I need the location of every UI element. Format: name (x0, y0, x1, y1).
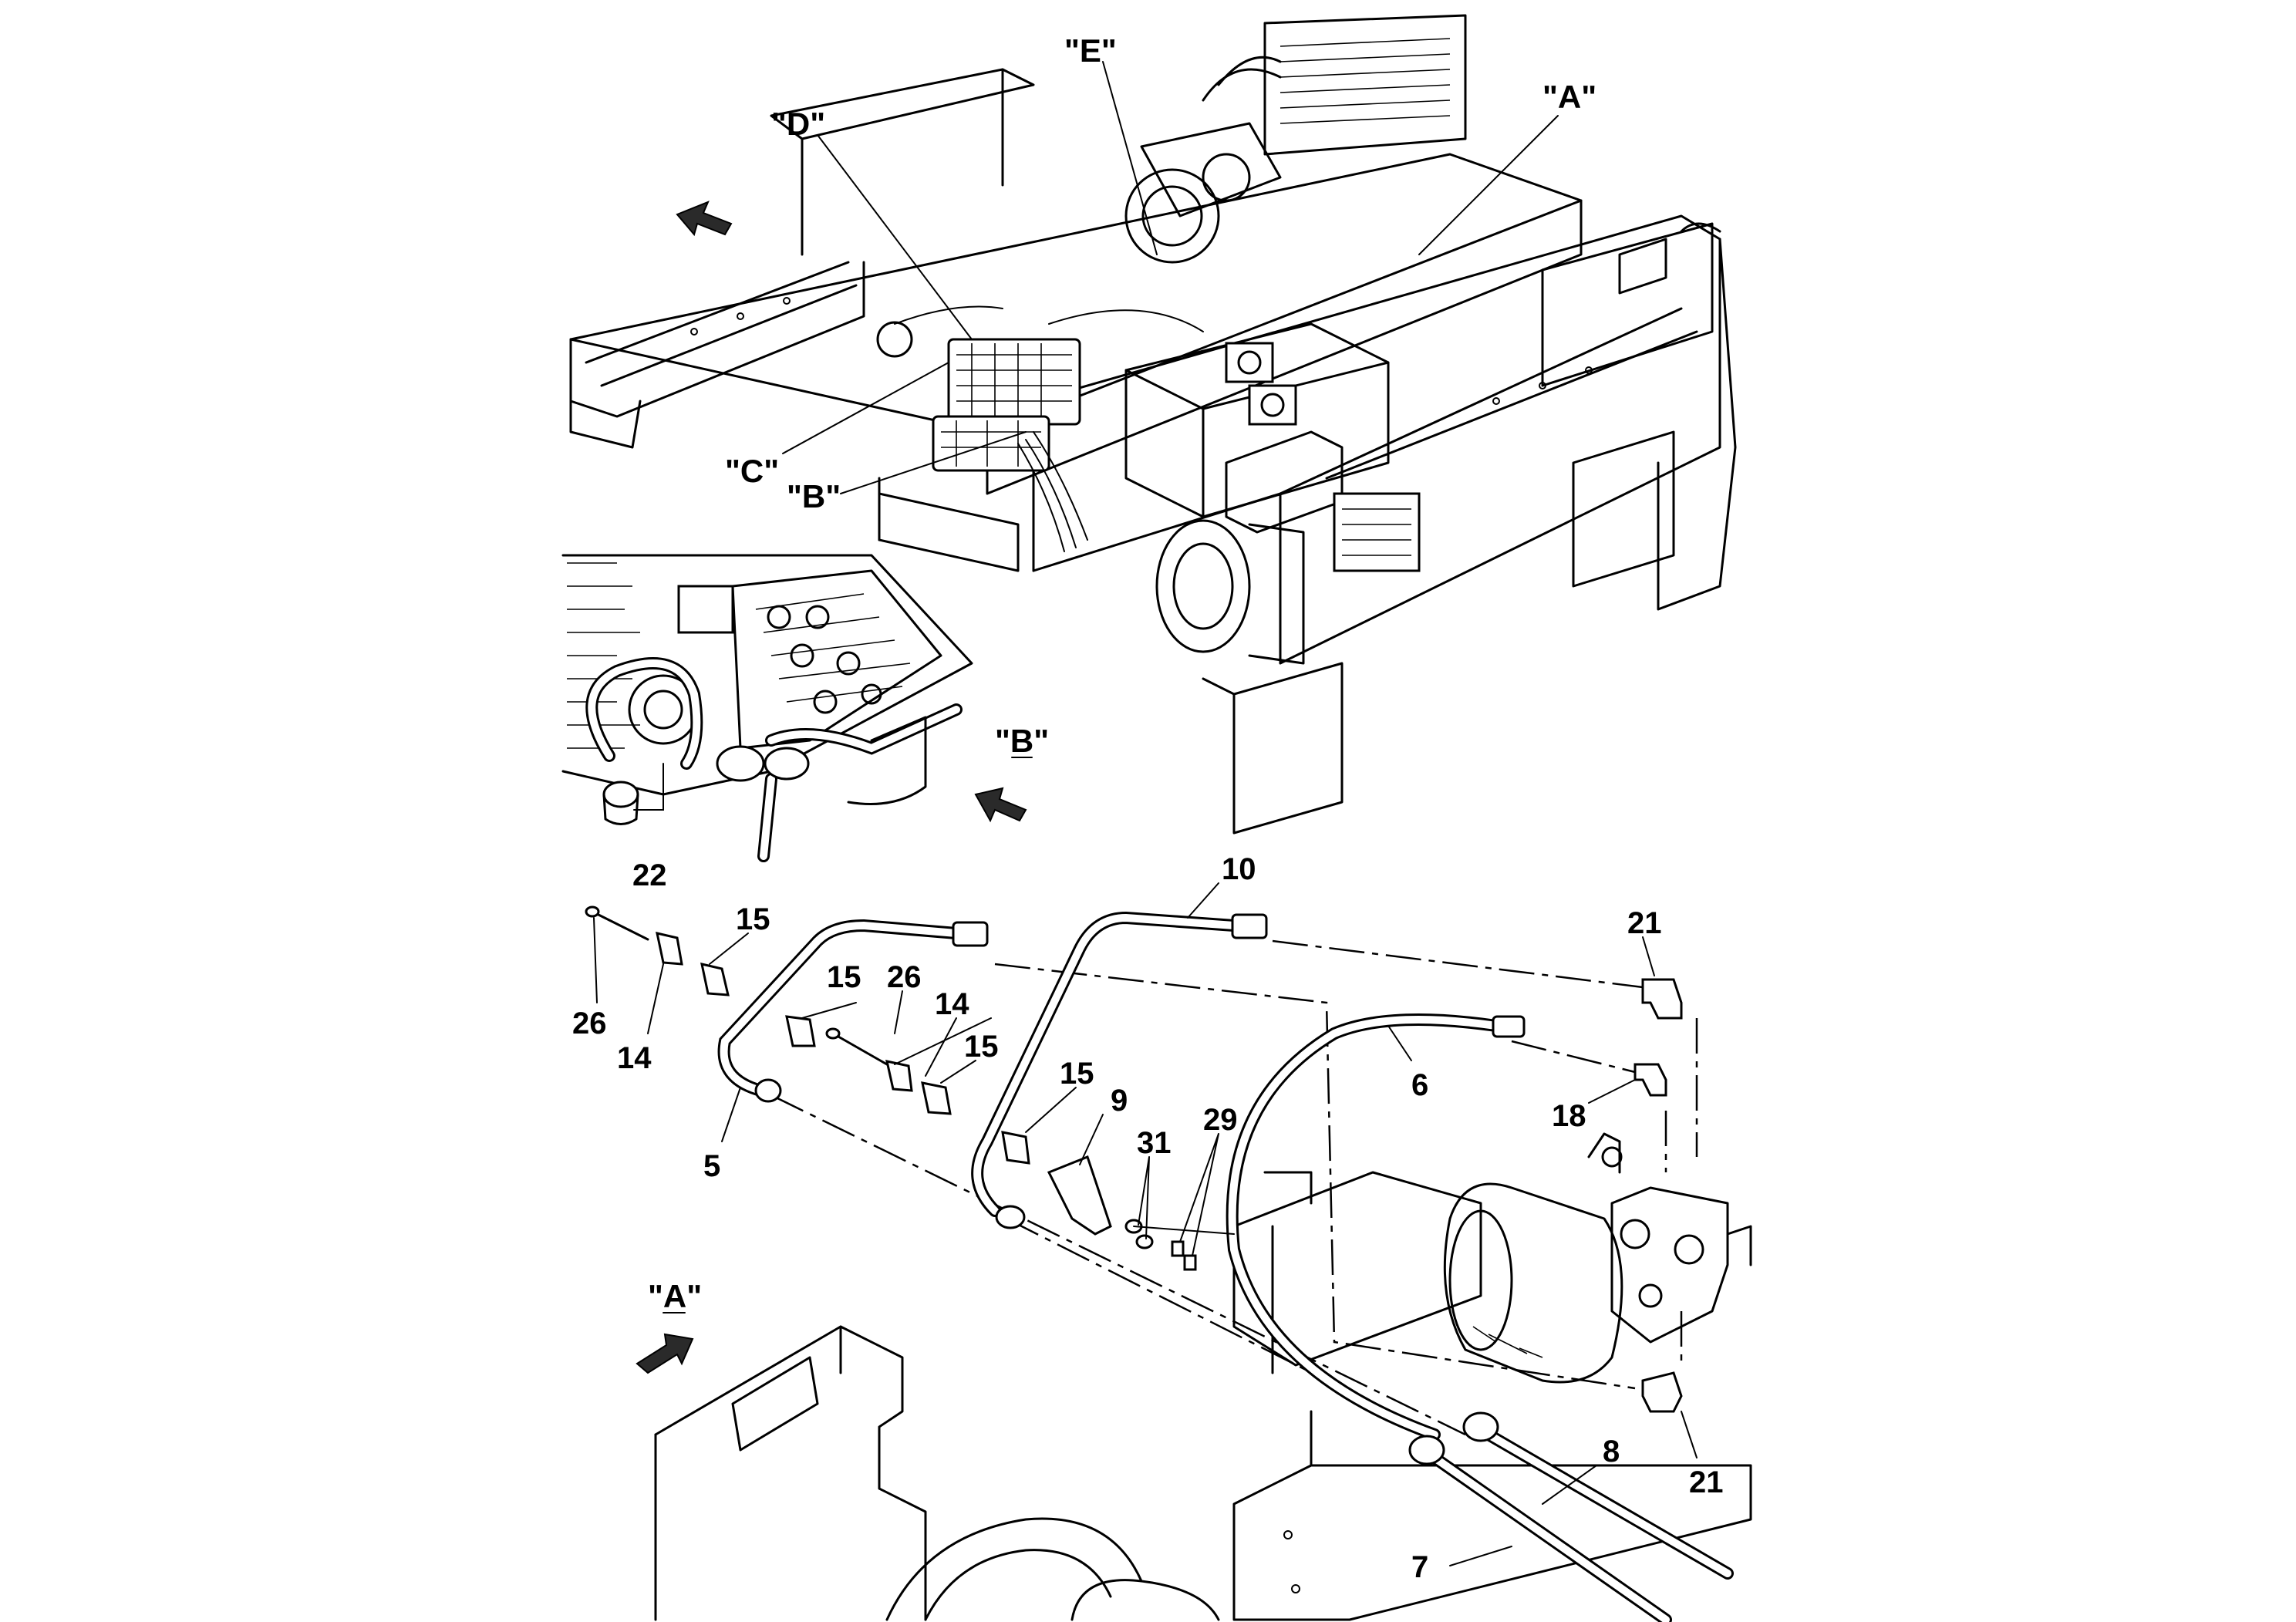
detail-view-A: 10 21 21 15 15 15 15 26 26 14 14 5 6 18 … (572, 852, 1752, 1622)
view-label-A: "A" (1542, 79, 1596, 115)
callout-14-a: 14 (617, 1041, 652, 1075)
chassis-main-view: "D" "E" "A" "C" "B" (569, 14, 1737, 835)
callout-18: 18 (1552, 1099, 1586, 1133)
view-label-E: "E" (1064, 32, 1117, 69)
callout-26-b: 26 (887, 960, 922, 994)
view-label-D: "D" (771, 106, 825, 142)
callout-8: 8 (1603, 1435, 1620, 1469)
callout-31: 31 (1137, 1126, 1172, 1160)
callout-5: 5 (703, 1149, 720, 1183)
plug-22 (602, 781, 639, 825)
clamp-set-upper (585, 905, 816, 1047)
detail-label-B: "B" (995, 723, 1049, 759)
callout-10: 10 (1222, 852, 1256, 886)
direction-arrow-icon (636, 1333, 694, 1374)
view-label-C: "C" (725, 453, 779, 489)
view-label-B: "B" (787, 478, 841, 514)
elbow-fitting-18 (1633, 1063, 1667, 1097)
callout-9: 9 (1111, 1084, 1128, 1118)
elbow-fitting-21-bottom (1641, 1371, 1683, 1413)
detail-view-B: 22 "B" (561, 554, 1049, 892)
callout-26-a: 26 (572, 1007, 607, 1040)
callout-14-b: 14 (935, 987, 969, 1021)
callout-6: 6 (1411, 1068, 1428, 1102)
hydraulic-motor (1443, 1132, 1752, 1384)
callout-15-a: 15 (736, 902, 770, 936)
callout-21-bottom: 21 (1689, 1465, 1724, 1499)
elbow-fitting-21-top (1641, 978, 1683, 1020)
callout-22: 22 (632, 858, 667, 892)
direction-arrow-icon (974, 787, 1027, 823)
bracket-9 (1047, 1155, 1112, 1236)
clamp-set-lower (825, 1027, 1030, 1165)
detail-label-A: "A" (648, 1278, 702, 1314)
callout-15-c: 15 (964, 1030, 999, 1064)
callout-15-d: 15 (1060, 1057, 1094, 1091)
callout-29: 29 (1203, 1103, 1238, 1137)
callout-15-b: 15 (827, 960, 861, 994)
callout-7: 7 (1411, 1550, 1428, 1584)
callout-21-top: 21 (1627, 906, 1662, 940)
direction-arrow-icon (676, 201, 733, 237)
